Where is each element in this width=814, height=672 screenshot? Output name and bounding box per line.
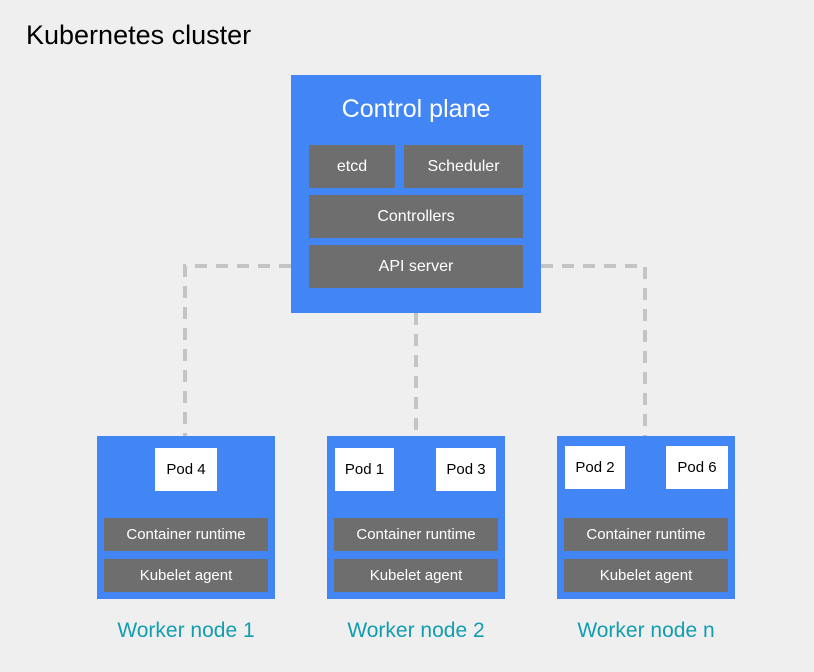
pod-box: Pod 2	[565, 446, 625, 489]
worker-node-n-label: Worker node n	[577, 619, 715, 642]
controllers-box: Controllers	[309, 195, 523, 238]
connector-node-1	[183, 264, 291, 437]
pod-box: Pod 6	[666, 446, 728, 489]
kubelet-agent-box: Kubelet agent	[104, 559, 268, 592]
diagram-title: Kubernetes cluster	[26, 20, 252, 50]
etcd-box: etcd	[309, 145, 395, 188]
pod-box: Pod 1	[335, 448, 394, 491]
worker-node-1-label: Worker node 1	[117, 619, 255, 642]
connector-node-n	[541, 264, 647, 437]
container-runtime-box: Container runtime	[334, 518, 498, 551]
control-plane: Control plane etcd Scheduler Controllers…	[291, 75, 541, 313]
worker-node-1: Pod 4 Container runtime Kubelet agent	[97, 436, 275, 599]
container-runtime-box: Container runtime	[564, 518, 728, 551]
kubelet-agent-box: Kubelet agent	[334, 559, 498, 592]
scheduler-box: Scheduler	[404, 145, 523, 188]
worker-node-n: Pod 2 Pod 6 Container runtime Kubelet ag…	[557, 436, 735, 599]
control-plane-title: Control plane	[341, 95, 491, 123]
pod-box: Pod 3	[436, 448, 496, 491]
worker-node-2: Pod 1 Pod 3 Container runtime Kubelet ag…	[327, 436, 505, 599]
kubelet-agent-box: Kubelet agent	[564, 559, 728, 592]
api-server-box: API server	[309, 245, 523, 288]
container-runtime-box: Container runtime	[104, 518, 268, 551]
worker-node-2-label: Worker node 2	[347, 619, 485, 642]
pod-box: Pod 4	[155, 448, 217, 491]
